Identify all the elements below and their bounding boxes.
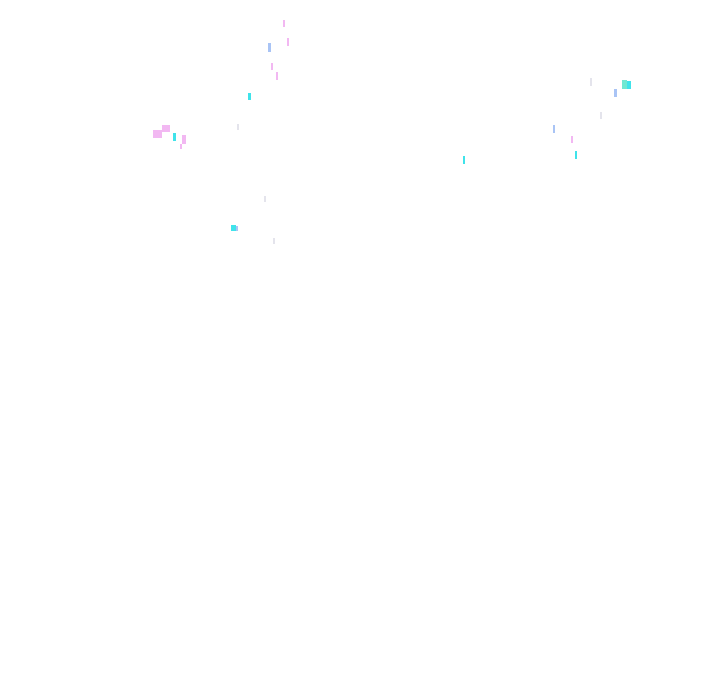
speck bbox=[276, 72, 278, 80]
speck bbox=[237, 124, 239, 130]
speck bbox=[264, 196, 266, 202]
speck bbox=[600, 112, 602, 119]
speck bbox=[182, 135, 186, 144]
speck bbox=[273, 238, 275, 244]
speck bbox=[575, 151, 577, 159]
speck bbox=[268, 43, 271, 52]
speck bbox=[571, 136, 573, 143]
speck bbox=[162, 125, 170, 132]
speck bbox=[283, 20, 285, 27]
speck bbox=[231, 225, 236, 231]
speck bbox=[622, 80, 627, 89]
speck bbox=[180, 144, 182, 149]
speck bbox=[590, 78, 592, 86]
speck bbox=[248, 93, 251, 100]
speck bbox=[627, 81, 631, 89]
speck bbox=[614, 89, 617, 97]
speck bbox=[153, 130, 162, 138]
speck bbox=[173, 133, 176, 141]
speck bbox=[463, 156, 465, 164]
speck bbox=[553, 125, 555, 133]
speck bbox=[271, 63, 273, 70]
speck bbox=[236, 226, 238, 231]
speck bbox=[287, 38, 289, 46]
